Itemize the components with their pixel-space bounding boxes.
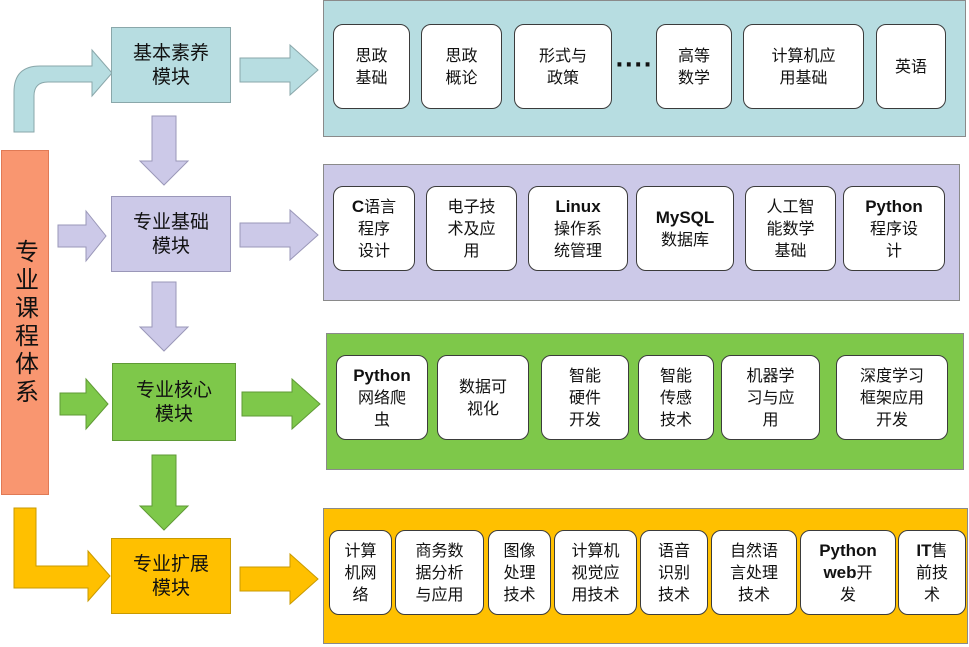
course-card: 自然语言处理技术 (711, 530, 797, 615)
course-name: 智能传感技术 (659, 365, 692, 429)
course-name: 智能硬件开发 (568, 365, 601, 429)
course-name: 深度学习框架应用开发 (859, 365, 924, 429)
course-name: 数据可视化 (458, 376, 507, 418)
course-name: 机器学习与应用 (746, 365, 795, 429)
course-card: 人工智能数学基础 (745, 186, 836, 271)
course-card: 数据可视化 (437, 355, 529, 440)
course-name: 语音识别技术 (657, 540, 690, 604)
course-name: 思政 基础 (355, 45, 388, 87)
arrow-basic-to-panel (239, 43, 319, 97)
course-name: 图像处理技术 (503, 540, 536, 604)
module-core: 专业核心 模块 (112, 363, 236, 441)
course-card: 计算机应 用基础 (743, 24, 864, 109)
module-extension: 专业扩展 模块 (111, 538, 231, 614)
module-basic-label: 基本素养 模块 (132, 42, 209, 88)
module-extension-label: 专业扩展 模块 (132, 553, 209, 599)
course-card: 语音识别技术 (640, 530, 708, 615)
course-name: 商务数据分析与应用 (415, 540, 464, 604)
course-name: 形式与 政策 (538, 45, 587, 87)
course-card: C语言程序设计 (333, 186, 415, 271)
course-card: 思政 基础 (333, 24, 410, 109)
course-name: 思政 概论 (445, 45, 478, 87)
course-card: 英语 (876, 24, 946, 109)
course-card: 思政 概论 (421, 24, 502, 109)
course-name: 计算机视觉应用技术 (571, 540, 620, 604)
course-name: IT售前技术 (915, 540, 948, 604)
course-name: C语言程序设计 (351, 196, 397, 260)
arrow-core-to-extension (138, 454, 190, 531)
ellipsis-text: ···· (615, 52, 653, 78)
arrow-root-to-extension (13, 507, 111, 603)
module-basic: 基本素养 模块 (111, 27, 231, 103)
course-card: 智能传感技术 (638, 355, 714, 440)
arrow-root-to-foundation (57, 209, 107, 263)
ellipsis-more: ···· (615, 50, 653, 80)
arrow-foundation-to-core (138, 281, 190, 352)
course-card: 电子技术及应用 (426, 186, 517, 271)
course-card: 机器学习与应用 (721, 355, 820, 440)
arrow-core-to-panel (241, 377, 321, 431)
arrow-basic-to-foundation (138, 115, 190, 186)
root-label: 专业课程体系 (10, 238, 39, 407)
course-card: 商务数据分析与应用 (395, 530, 484, 615)
module-foundation: 专业基础 模块 (111, 196, 231, 272)
course-card: IT售前技术 (898, 530, 966, 615)
arrow-root-to-basic (13, 48, 113, 133)
course-name: 高等 数学 (677, 45, 710, 87)
course-card: 计算机网络 (329, 530, 392, 615)
arrow-root-to-core (59, 377, 109, 431)
course-card: 高等 数学 (656, 24, 732, 109)
course-name: 自然语言处理技术 (729, 540, 778, 604)
course-card: 深度学习框架应用开发 (836, 355, 948, 440)
course-card: 形式与 政策 (514, 24, 612, 109)
module-foundation-label: 专业基础 模块 (132, 211, 209, 257)
course-name: 英语 (894, 56, 927, 76)
course-card: 图像处理技术 (488, 530, 551, 615)
root-node: 专业课程体系 (1, 150, 49, 495)
course-card: 智能硬件开发 (541, 355, 629, 440)
arrow-extension-to-panel (239, 552, 319, 606)
course-name: 人工智能数学基础 (766, 196, 815, 260)
course-name: 电子技术及应用 (447, 196, 496, 260)
arrow-foundation-to-panel (239, 208, 319, 262)
course-name: 计算机网络 (344, 540, 377, 604)
module-core-label: 专业核心 模块 (135, 379, 212, 425)
course-card: 计算机视觉应用技术 (554, 530, 637, 615)
course-name: 计算机应 用基础 (771, 45, 836, 87)
